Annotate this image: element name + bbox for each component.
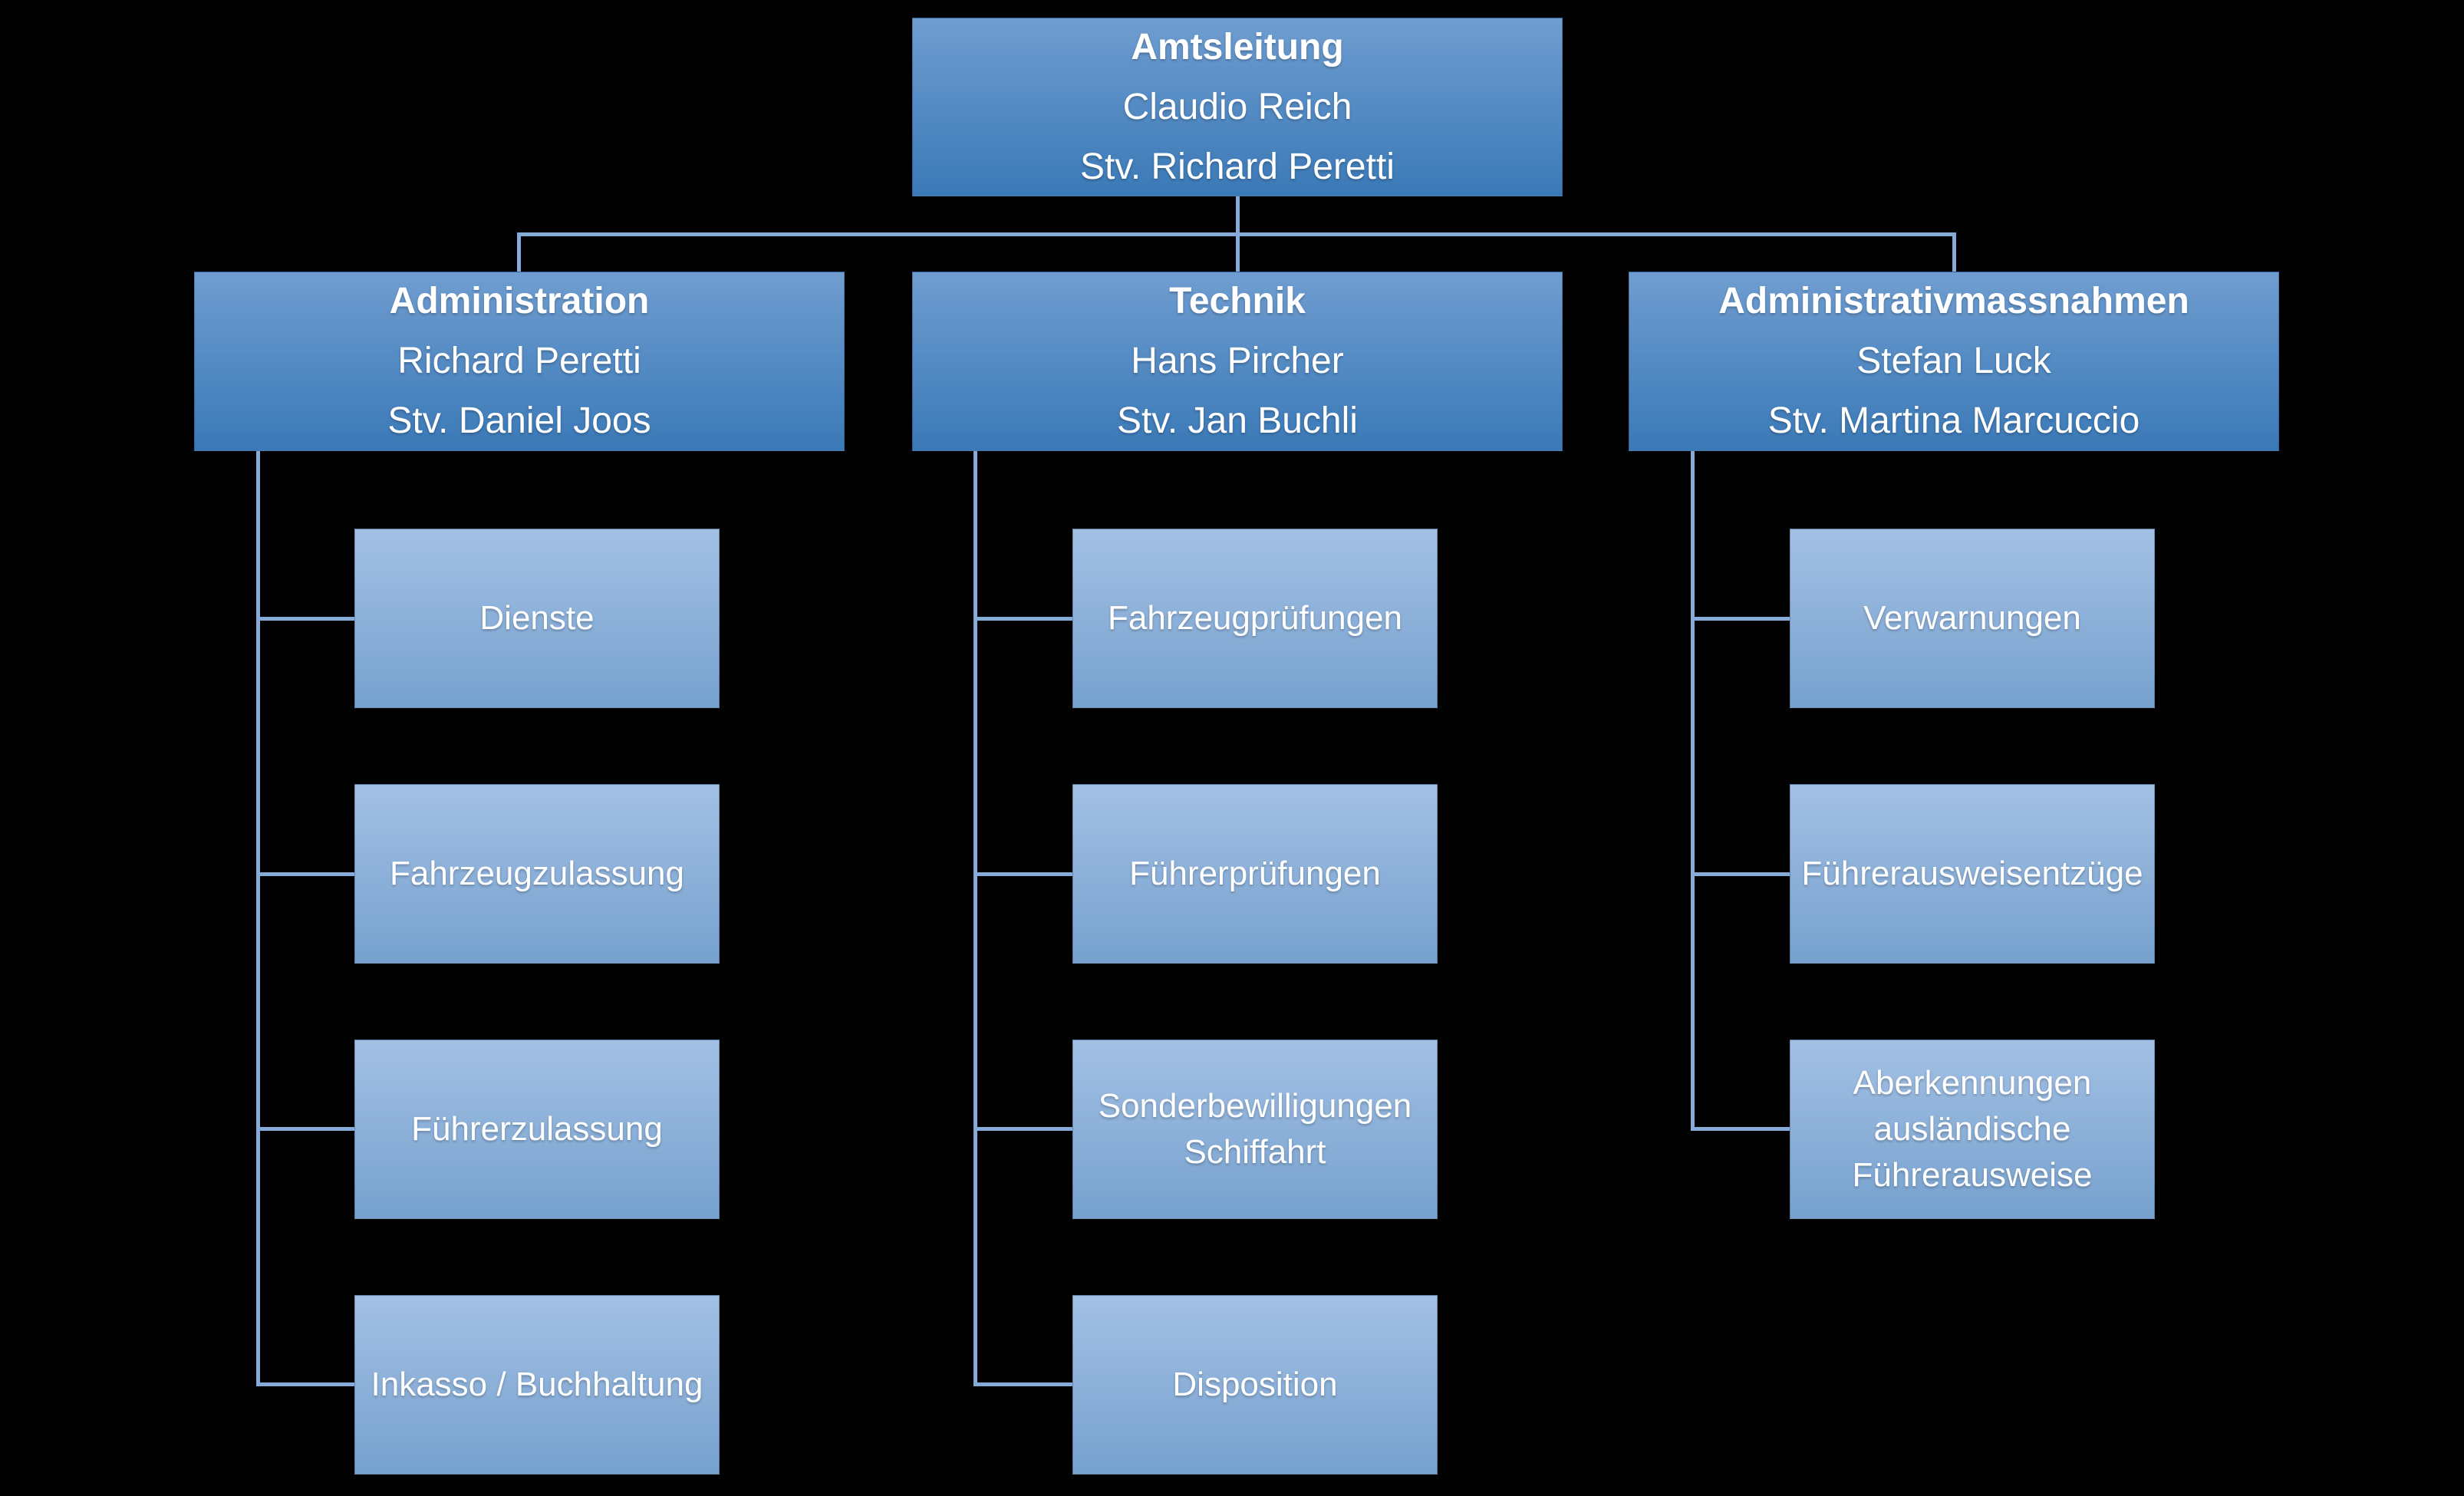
unit-label: Führerzulassung [411,1110,663,1148]
node-title: Technik [1169,281,1306,321]
connector-administration-dienste [256,617,354,621]
node-leader: Hans Pircher [1131,341,1344,381]
node-leader: Stefan Luck [1856,341,2051,381]
connector-technik-fuehrerpruefungen [973,872,1072,876]
node-title: Amtsleitung [1131,26,1344,68]
connector-rail-administrativmassnahmen [1691,451,1695,1131]
org-node-administration: Administration Richard Peretti Stv. Dani… [194,272,845,451]
connector-administration-fuehrerzulassung [256,1127,354,1131]
org-node-technik: Technik Hans Pircher Stv. Jan Buchli [912,272,1563,451]
connector-administration-inkasso [256,1382,354,1386]
node-deputy: Stv. Jan Buchli [1117,400,1358,441]
connector-rail-administration [256,451,260,1386]
connector-technik-fahrzeugpruefungen [973,617,1072,621]
connector-technik-disposition [973,1382,1072,1386]
org-node-sonderbewilligungen-schiffahrt: Sonderbewilligungen Schiffahrt [1072,1040,1438,1219]
unit-label: Sonderbewilligungen Schiffahrt [1098,1087,1412,1171]
unit-label: Führerprüfungen [1129,855,1381,892]
org-node-administrativmassnahmen: Administrativmassnahmen Stefan Luck Stv.… [1629,272,2279,451]
unit-label: Fahrzeugzulassung [389,855,684,892]
org-node-fuehrerzulassung: Führerzulassung [354,1040,720,1219]
org-node-fahrzeugpruefungen: Fahrzeugprüfungen [1072,529,1438,708]
node-title: Administration [389,281,650,321]
org-node-disposition: Disposition [1072,1295,1438,1475]
node-deputy: Stv. Martina Marcuccio [1767,400,2140,441]
node-title: Administrativmassnahmen [1718,281,2189,321]
connector-admassnahmen-verwarnungen [1691,617,1790,621]
connector-administration-fahrzeugzulassung [256,872,354,876]
org-node-amtsleitung: Amtsleitung Claudio Reich Stv. Richard P… [912,18,1563,196]
org-node-verwarnungen: Verwarnungen [1790,529,2155,708]
connector-admassnahmen-aberkennungen [1691,1127,1790,1131]
node-leader: Richard Peretti [397,341,641,381]
unit-label: Aberkennungen ausländische Führerausweis… [1852,1064,2093,1194]
connector-stub-administrativmassnahmen [1952,232,1956,272]
node-leader: Claudio Reich [1122,86,1352,127]
org-node-aberkennungen-auslaendische-fuehrerausweise: Aberkennungen ausländische Führerausweis… [1790,1040,2155,1219]
unit-label: Disposition [1172,1366,1338,1403]
org-node-fahrzeugzulassung: Fahrzeugzulassung [354,784,720,964]
unit-label: Inkasso / Buchhaltung [371,1366,703,1403]
org-node-fuehrerausweisentzuege: Führerausweisentzüge [1790,784,2155,964]
unit-label: Führerausweisentzüge [1801,855,2143,892]
connector-admassnahmen-entzuege [1691,872,1790,876]
org-node-inkasso-buchhaltung: Inkasso / Buchhaltung [354,1295,720,1475]
connector-stub-administration [517,232,521,272]
unit-label: Verwarnungen [1863,599,2081,637]
unit-label: Dienste [479,599,595,637]
connector-root-drop [1236,196,1240,235]
connector-technik-sonderbewilligungen [973,1127,1072,1131]
org-node-dienste: Dienste [354,529,720,708]
connector-stub-technik [1236,232,1240,272]
org-node-fuehrerpruefungen: Führerprüfungen [1072,784,1438,964]
connector-rail-technik [973,451,977,1386]
unit-label: Fahrzeugprüfungen [1107,599,1403,637]
node-deputy: Stv. Richard Peretti [1080,146,1395,187]
node-deputy: Stv. Daniel Joos [387,400,651,441]
